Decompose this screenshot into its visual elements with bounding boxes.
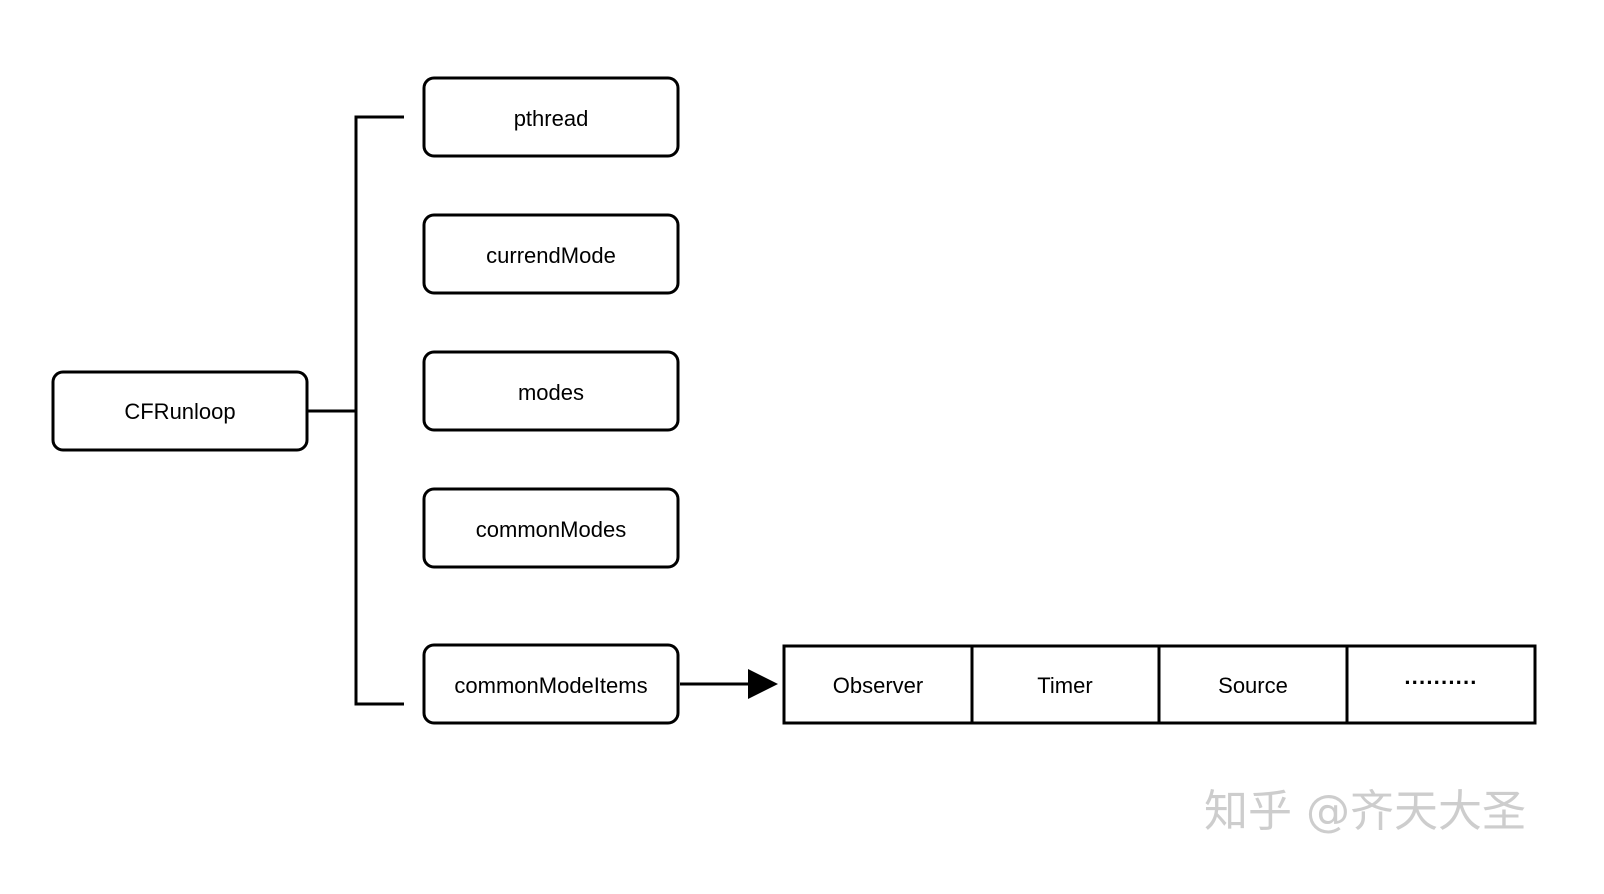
- field-node-label: modes: [518, 380, 584, 405]
- field-node-common-modes: commonModes: [422, 487, 680, 569]
- item-cell-label: Observer: [833, 673, 923, 698]
- item-cell-label: Timer: [1037, 673, 1092, 698]
- root-node-cfrunloop: CFRunloop: [51, 370, 309, 452]
- field-node-currend-mode: currendMode: [422, 213, 680, 295]
- field-bracket: [354, 115, 404, 706]
- items-row: Observer Timer Source ··········: [782, 644, 1537, 725]
- item-cell-timer: Timer: [970, 644, 1161, 725]
- field-node-pthread: pthread: [422, 76, 680, 158]
- item-cell-observer: Observer: [782, 644, 974, 725]
- field-node-common-mode-items: commonModeItems: [422, 643, 680, 725]
- field-node-label: commonModes: [476, 517, 626, 542]
- root-node-label: CFRunloop: [124, 399, 235, 424]
- item-cell-more: ··········: [1345, 644, 1537, 725]
- field-node-modes: modes: [422, 350, 680, 432]
- field-node-label: pthread: [514, 106, 589, 131]
- item-cell-label: Source: [1218, 673, 1288, 698]
- item-cell-label: ··········: [1404, 670, 1477, 695]
- field-node-label: commonModeItems: [454, 673, 647, 698]
- watermark-text: 知乎 @齐天大圣: [1204, 786, 1526, 837]
- field-node-label: currendMode: [486, 243, 616, 268]
- item-cell-source: Source: [1157, 644, 1349, 725]
